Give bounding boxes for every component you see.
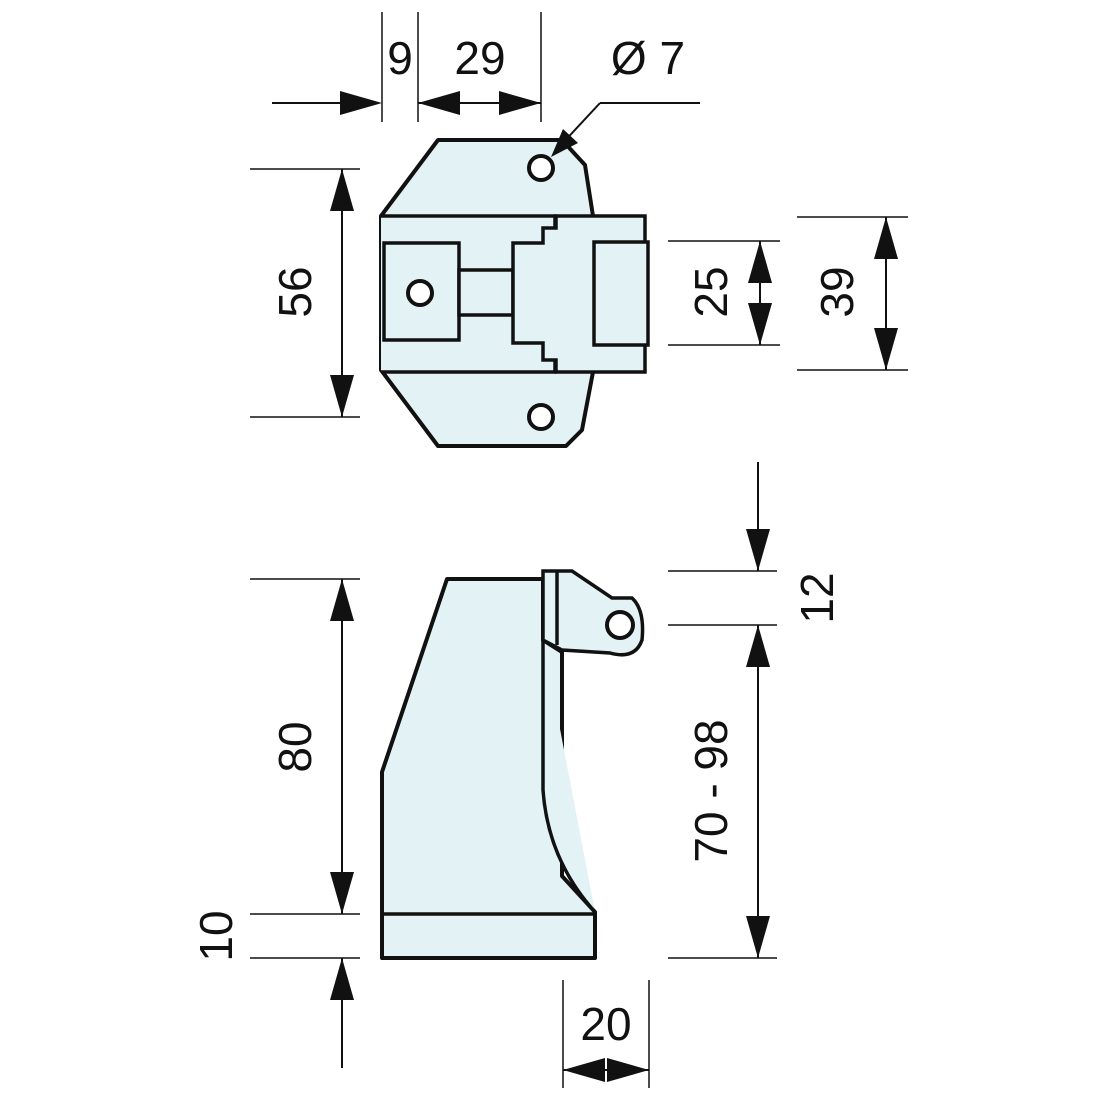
dim-base-width-20 xyxy=(562,980,650,1088)
side-mounting-hole xyxy=(406,279,434,307)
dim-roller-offset-label: 12 xyxy=(791,572,843,623)
dim-height-56 xyxy=(250,168,360,418)
top-view: 9 29 Ø 7 56 25 xyxy=(250,12,908,448)
dim-base-thickness-10 xyxy=(250,957,360,1068)
dim-body-height-label: 80 xyxy=(269,721,321,772)
dim-hole-diameter-leader xyxy=(551,102,700,157)
dim-base-thickness-label: 10 xyxy=(190,910,242,961)
dim-height-label: 56 xyxy=(269,266,321,317)
dim-offset-group xyxy=(272,12,542,122)
dim-outer-height-label: 39 xyxy=(811,266,863,317)
dim-hole-spacing-label: 29 xyxy=(454,32,505,84)
dim-inner-height-label: 25 xyxy=(685,266,737,317)
dim-body-height-80 xyxy=(250,578,360,915)
dim-roller-offset-12 xyxy=(668,462,777,626)
dim-base-width-label: 20 xyxy=(580,998,631,1050)
bottom-mounting-hole xyxy=(527,403,555,431)
roller-wheel xyxy=(605,610,635,640)
top-mounting-hole xyxy=(527,154,555,182)
dim-outer-height-39 xyxy=(797,216,908,371)
dim-offset-left-label: 9 xyxy=(387,32,413,84)
dim-adjust-range-label: 70 - 98 xyxy=(685,719,737,862)
dim-hole-diameter-label: Ø 7 xyxy=(611,32,685,84)
side-inner-curve xyxy=(541,640,597,914)
dim-adjust-range xyxy=(668,625,777,959)
side-view: 12 70 - 98 80 10 xyxy=(190,462,843,1088)
dim-inner-height-25 xyxy=(668,240,780,346)
roller-housing xyxy=(592,240,650,347)
middle-channel xyxy=(457,268,515,317)
